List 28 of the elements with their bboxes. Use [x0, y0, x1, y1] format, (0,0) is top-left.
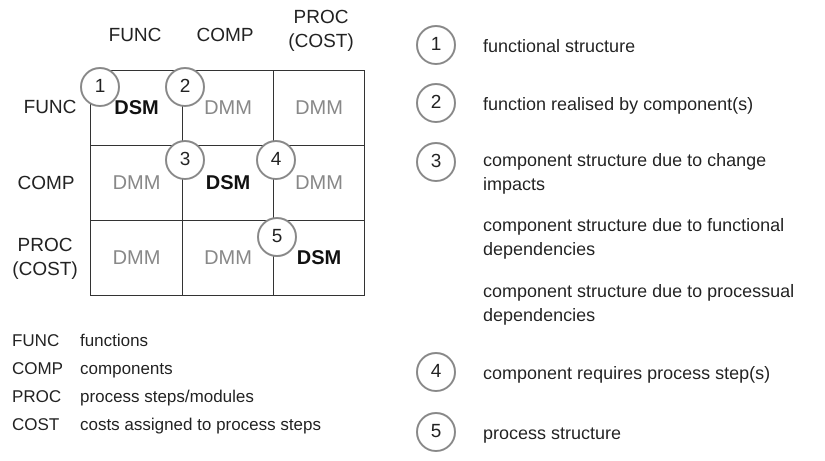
callout-number: 3 — [416, 142, 456, 182]
description: component requires process step(s) — [483, 362, 772, 385]
callout-number: 2 — [416, 83, 456, 123]
row-header: FUNC — [22, 96, 78, 120]
abbreviation: COST — [12, 414, 60, 436]
description: component structure due to change impacts — [483, 149, 768, 196]
callout-number: 5 — [416, 412, 456, 452]
row-header: COMP — [16, 172, 76, 196]
description: component structure due to functional dependencies — [483, 214, 786, 261]
column-header: COMP — [196, 24, 254, 48]
definition: components — [80, 358, 174, 380]
column-header: FUNC — [108, 24, 162, 48]
column-header: PROC (COST) — [287, 6, 355, 54]
matrix-cell: DMM — [90, 220, 183, 296]
abbreviation: FUNC — [12, 330, 60, 352]
callout-number: 4 — [416, 352, 456, 392]
definition: functions — [80, 330, 150, 352]
matrix-cell: DMM — [273, 70, 365, 146]
abbreviation: COMP — [12, 358, 64, 380]
description: process structure — [483, 422, 622, 445]
description: functional structure — [483, 35, 636, 58]
abbreviation: PROC — [12, 386, 62, 408]
row-header: PROC (COST) — [11, 234, 79, 282]
description: function realised by component(s) — [483, 93, 754, 116]
description: component structure due to processual dependencies — [483, 280, 796, 327]
definition: process steps/modules — [80, 386, 255, 408]
callout-number: 1 — [416, 25, 456, 65]
definition: costs assigned to process steps — [80, 414, 322, 436]
